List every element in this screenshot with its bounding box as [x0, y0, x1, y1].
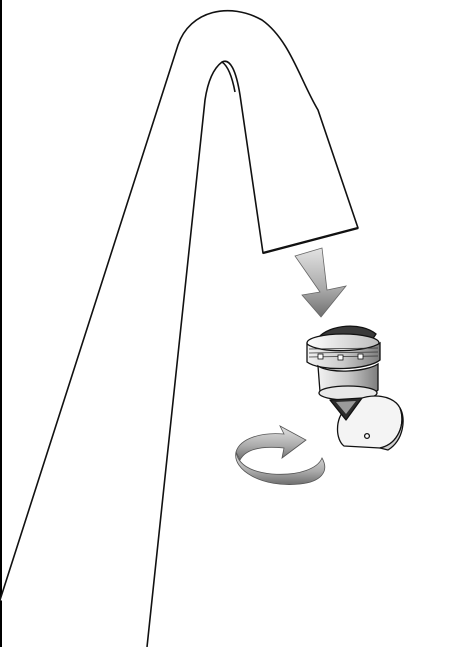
aerator-key: [329, 395, 404, 451]
install-arrow: [294, 247, 348, 318]
rotate-arrow: [235, 425, 326, 485]
faucet-spout: [0, 9, 359, 647]
aerator: [306, 325, 381, 401]
frame-left-edge: [0, 0, 2, 647]
